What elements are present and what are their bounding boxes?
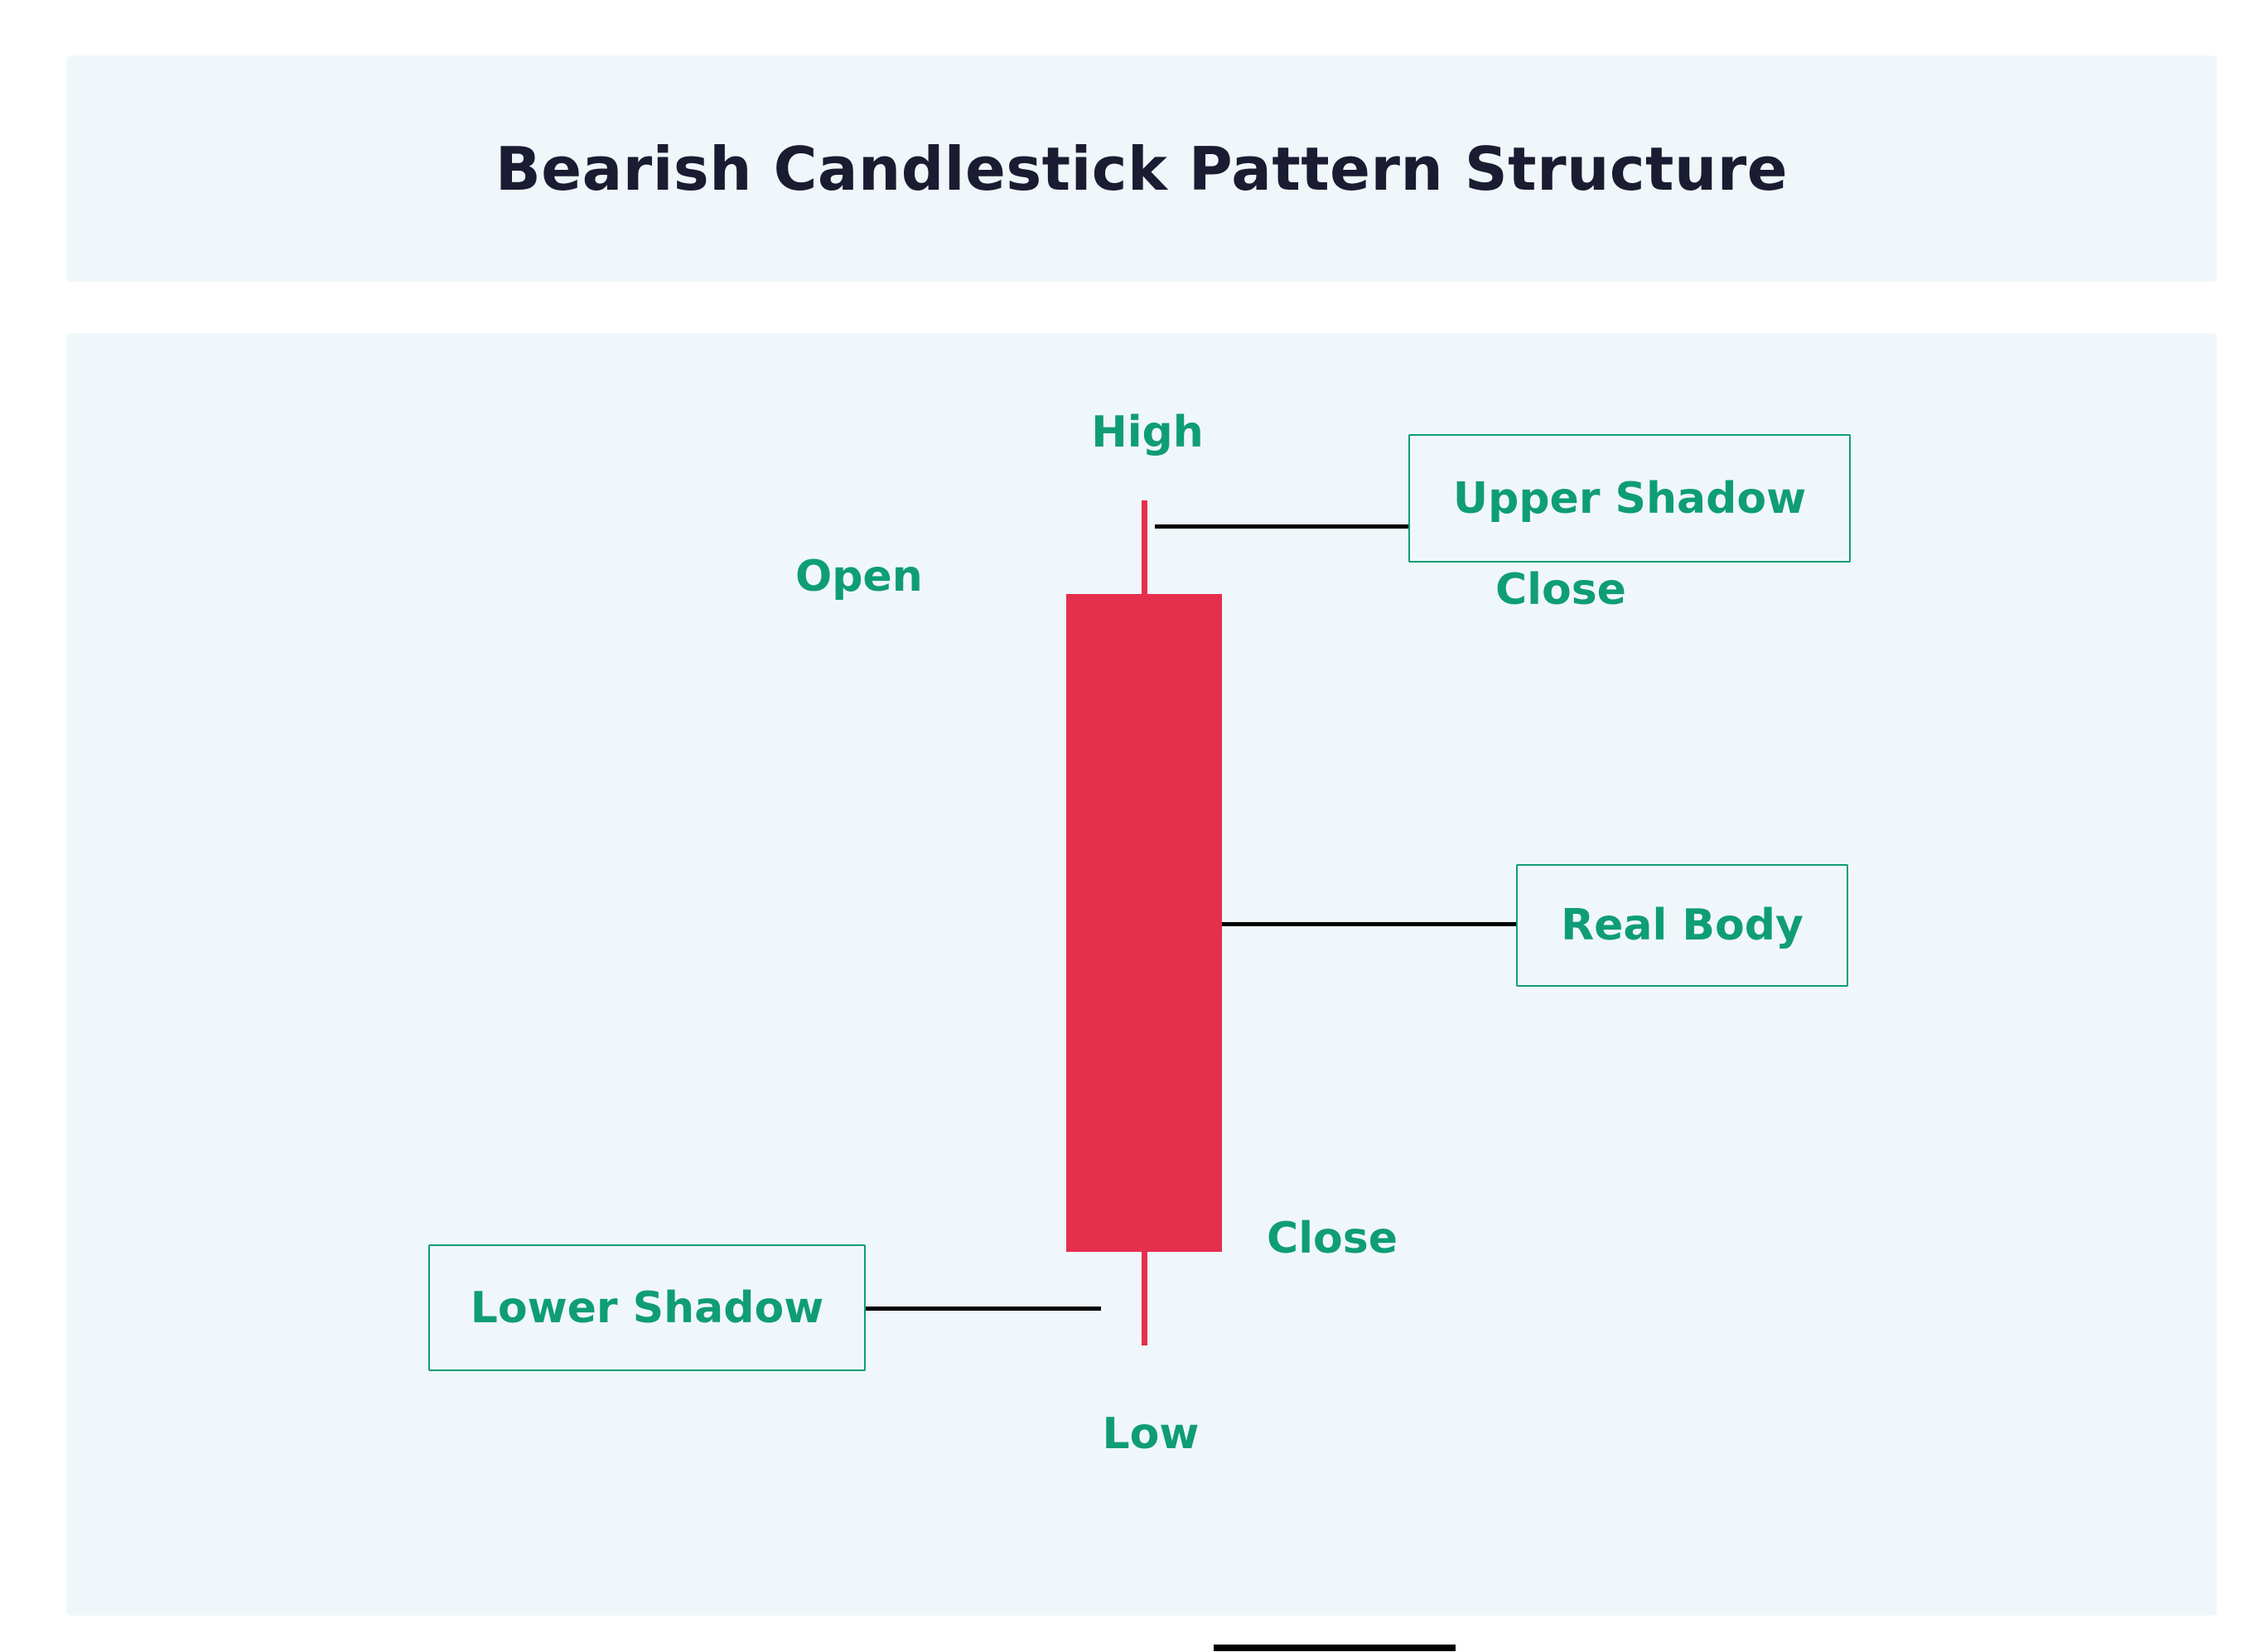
page-title: Bearish Candlestick Pattern Structure xyxy=(495,133,1789,204)
candle-body xyxy=(1066,594,1222,1252)
bottom-line xyxy=(1214,1645,1456,1651)
upper-shadow-callout: Upper Shadow xyxy=(1408,434,1851,563)
title-panel: Bearish Candlestick Pattern Structure xyxy=(66,56,2217,282)
open-label: Open xyxy=(795,552,923,601)
low-label: Low xyxy=(1102,1409,1200,1459)
high-label: High xyxy=(1091,408,1204,457)
upper-shadow-label: Upper Shadow xyxy=(1452,473,1807,524)
lower-shadow-label: Lower Shadow xyxy=(470,1282,824,1333)
real-body-connector-line xyxy=(1222,922,1516,926)
real-body-callout: Real Body xyxy=(1516,864,1848,987)
upper-wick xyxy=(1142,500,1147,595)
real-body-label: Real Body xyxy=(1561,901,1804,950)
lower-shadow-connector-line xyxy=(866,1307,1101,1311)
close-bottom-label: Close xyxy=(1267,1214,1398,1263)
diagram-panel: High Open Close Close Low Upper Shadow R… xyxy=(66,333,2217,1616)
upper-shadow-connector-line xyxy=(1155,524,1408,529)
lower-shadow-callout: Lower Shadow xyxy=(428,1244,866,1371)
close-top-label: Close xyxy=(1495,565,1626,615)
lower-wick xyxy=(1142,1252,1147,1345)
